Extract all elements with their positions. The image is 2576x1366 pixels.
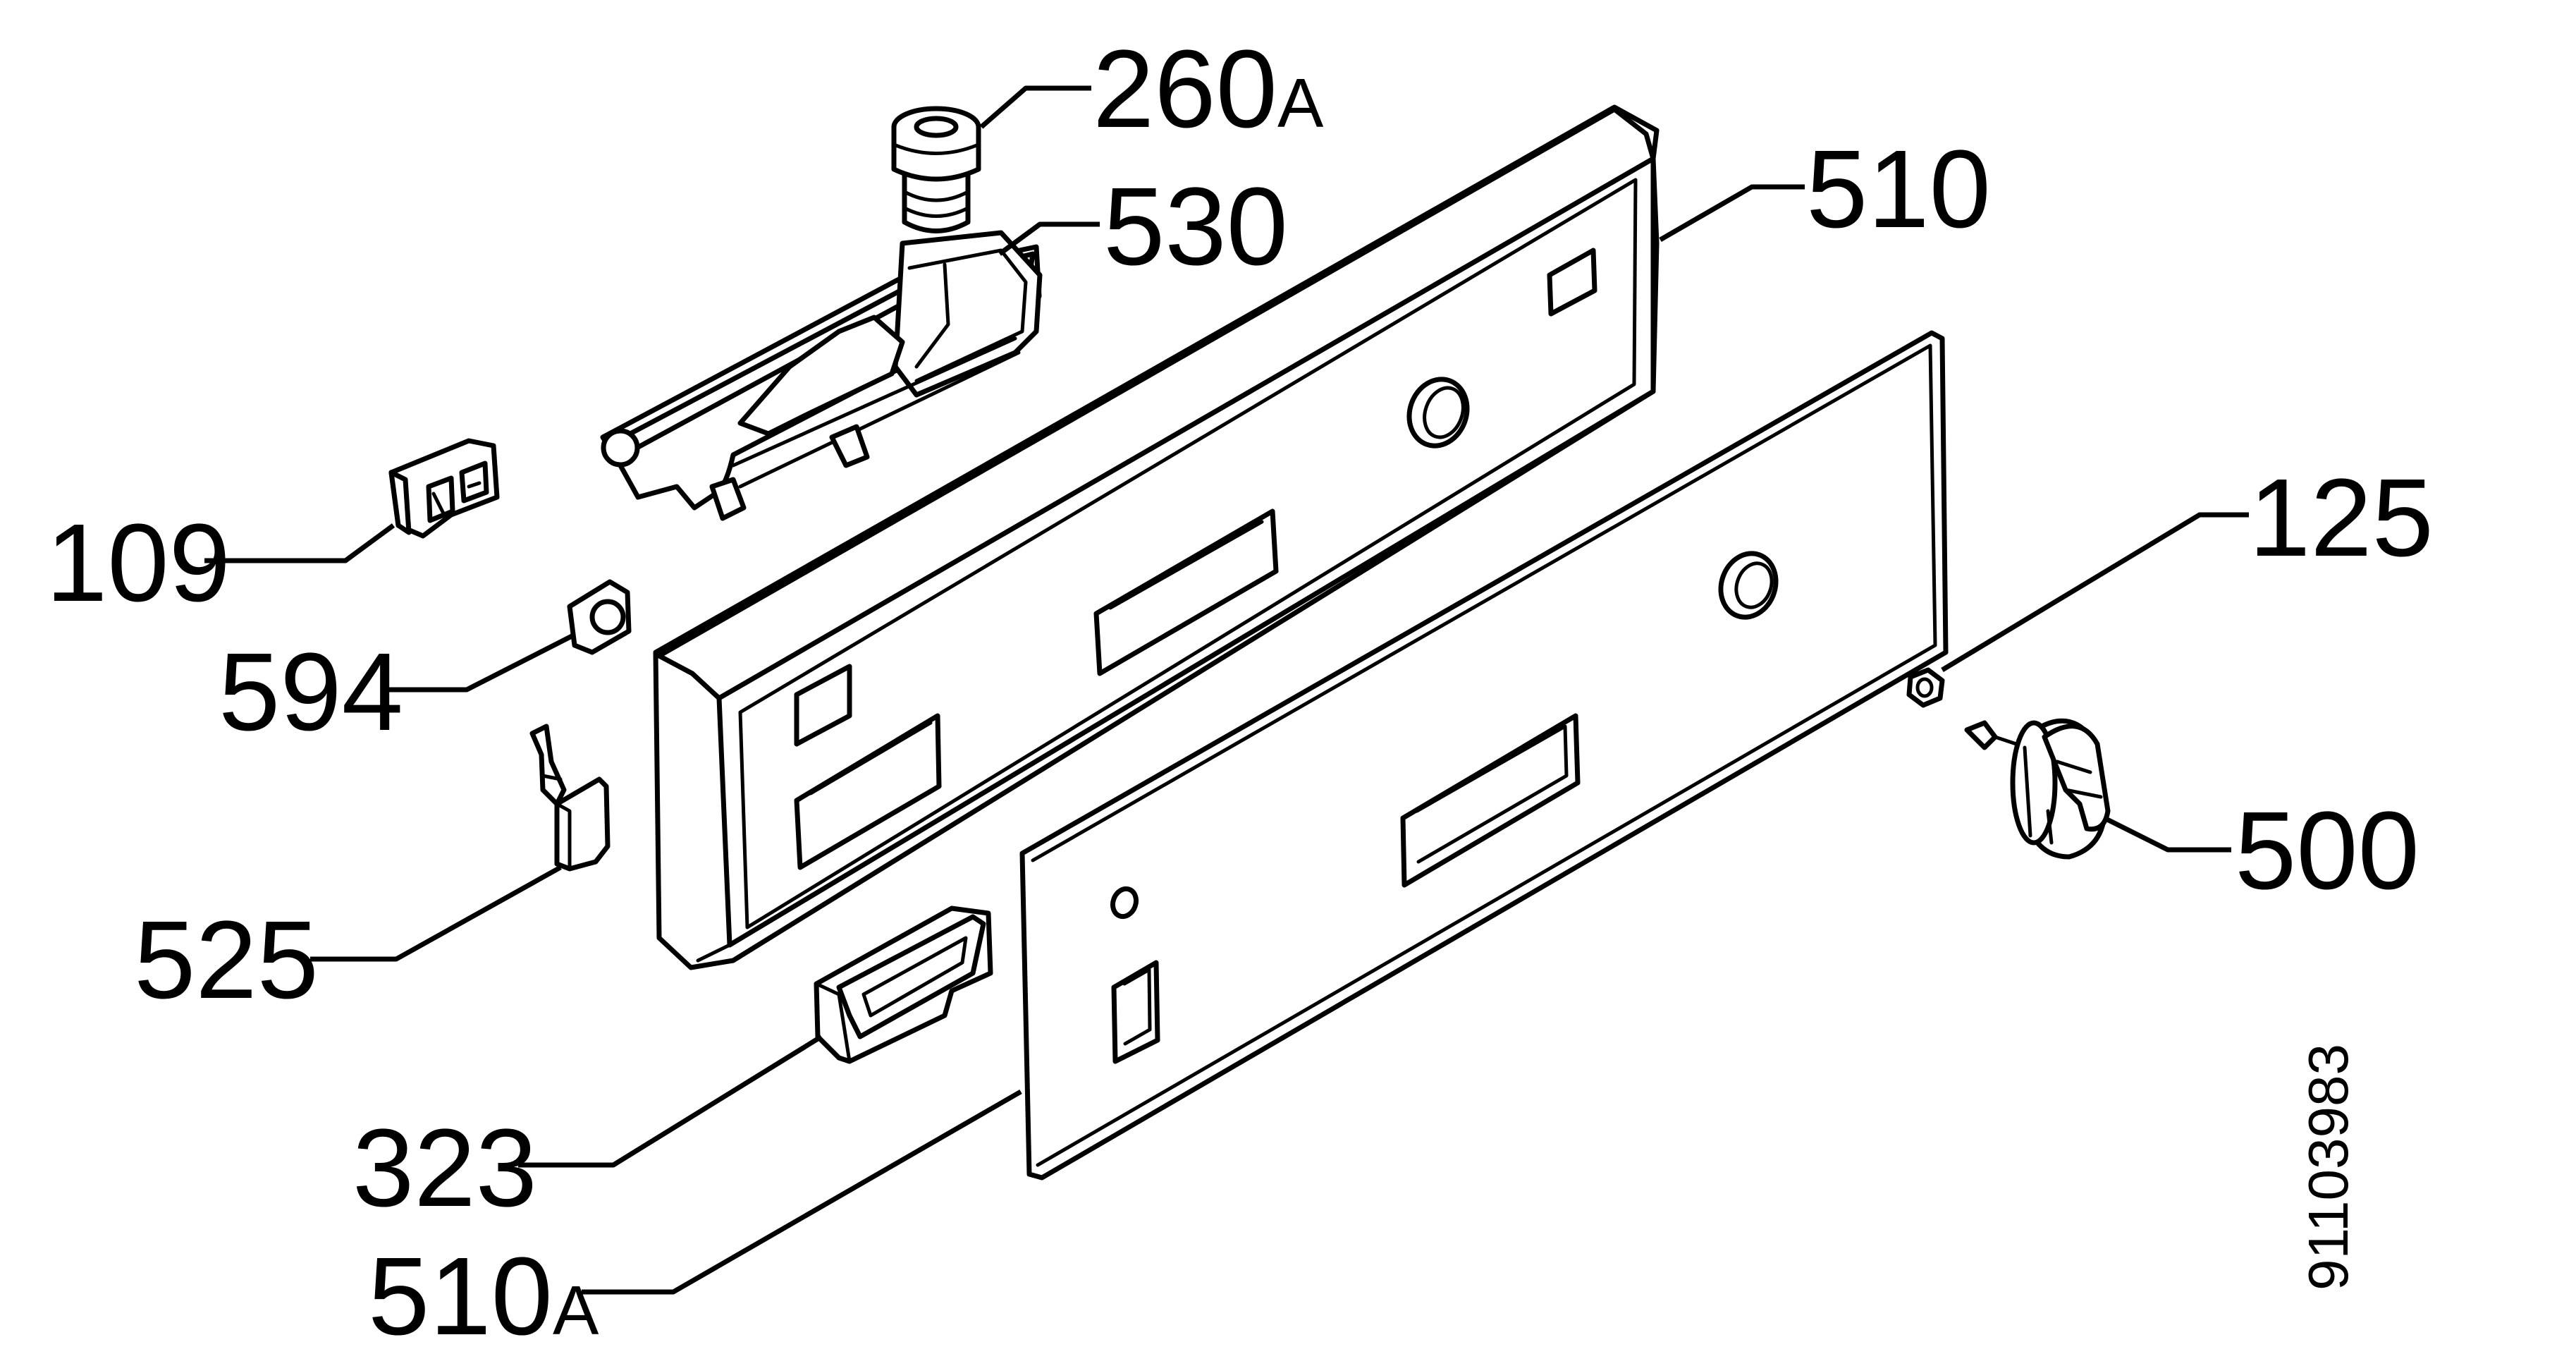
label-510: 510	[1806, 128, 1991, 251]
leader-510a	[582, 1089, 1022, 1295]
drawing-code: 91103983	[2297, 1044, 2360, 1291]
label-594: 594	[219, 630, 403, 754]
leader-500	[2103, 815, 2231, 853]
leader-109	[204, 523, 395, 563]
leader-260a	[979, 85, 1091, 129]
washer-plate-594[interactable]	[567, 579, 632, 655]
leader-323	[518, 1035, 823, 1168]
label-500: 500	[2235, 789, 2419, 913]
control-panel-frame-510[interactable]	[653, 104, 1660, 970]
switch-housing-530[interactable]	[600, 230, 1043, 521]
leader-510	[1659, 184, 1805, 243]
label-510a: 510A	[368, 1235, 599, 1358]
leader-525	[310, 865, 562, 962]
label-125: 125	[2249, 456, 2434, 580]
leader-530	[998, 221, 1100, 256]
label-530: 530	[1103, 165, 1288, 288]
connector-109[interactable]	[388, 438, 500, 539]
leader-125	[1941, 512, 2249, 672]
nut-125[interactable]	[1906, 667, 1945, 708]
part-labels: 260A 530 510 109 125 594 500 525 323 510…	[46, 28, 2434, 1358]
label-323: 323	[352, 1106, 537, 1230]
leader-594	[381, 632, 576, 693]
knob-500[interactable]	[1964, 718, 2111, 860]
label-525: 525	[134, 898, 319, 1022]
clip-525[interactable]	[529, 724, 611, 872]
label-109: 109	[46, 501, 231, 625]
label-260a: 260A	[1093, 28, 1324, 151]
switch-block-323[interactable]	[814, 905, 993, 1064]
leader-lines	[204, 85, 2249, 1295]
facia-plate-510a[interactable]	[1019, 330, 1949, 1181]
grommet-260a[interactable]	[891, 106, 981, 233]
